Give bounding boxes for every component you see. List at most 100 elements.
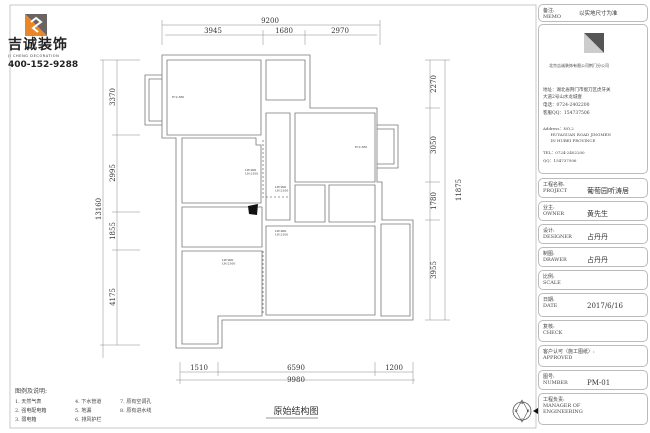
drawing-title: 原始结构图 xyxy=(273,405,318,417)
row-label: 比例: SCALE xyxy=(543,274,561,286)
row-label: 复核: CHECK xyxy=(543,324,563,336)
qq-cn: 客服QQ：154737506 xyxy=(543,111,590,116)
legend: 图例及说明: 1. 天然气表 4. 下水管道 7. 原有空调孔 2. 强电配电箱… xyxy=(15,388,170,423)
qq-en: QQ：154737506 xyxy=(543,158,577,163)
row-label: 设计: DESIGNER xyxy=(543,228,572,240)
room-small-2 xyxy=(328,184,376,223)
dim-left: 3370 xyxy=(109,88,117,106)
door-opening-lines xyxy=(262,140,290,314)
address-cn: 地址：湖北省荆门市掇刀区虎牙关 大道2号山水龙城壹 xyxy=(543,88,611,100)
dim-left: 2995 xyxy=(109,164,117,182)
memo-label: 备注: MEMO xyxy=(543,8,561,20)
row-value: 2017/6/16 xyxy=(587,302,623,310)
row-label: 客户认可（施工图纸）: APPROVED xyxy=(543,349,595,361)
company-name-en: JI CHENG DECORATION xyxy=(8,54,60,58)
title-block-row: 比例: SCALE xyxy=(538,270,648,290)
compass-icon: A B C D xyxy=(512,399,538,423)
distribution-box-icon xyxy=(248,204,258,215)
right-bay-window xyxy=(377,124,399,169)
company-phone: 400-152-9288 xyxy=(8,60,79,70)
legend-item: 6. 排风护栏 xyxy=(75,417,102,423)
room-kitchen xyxy=(181,206,263,248)
room-left-bedroom xyxy=(181,137,262,204)
left-bay-window xyxy=(144,74,162,126)
dim-right: 2270 xyxy=(430,75,438,93)
room-upper-middle xyxy=(265,59,306,101)
legend-item: 1. 天然气表 xyxy=(15,399,42,405)
inner-wall-outline xyxy=(166,59,262,136)
room-right-bedroom xyxy=(294,112,376,183)
window-height-label: H:2.380 xyxy=(355,145,367,149)
row-value: PM-01 xyxy=(587,379,611,387)
dim-bottom: 1510 xyxy=(190,364,208,372)
row-label: 工程名称: PROJECT xyxy=(543,182,568,194)
title-block-row: 复核: CHECK xyxy=(538,320,648,342)
dim-top-total: 9200 xyxy=(261,17,279,25)
dim-top: 3945 xyxy=(204,27,222,35)
company-cn: 北京吉诚装饰有限公司荆门分公司 xyxy=(549,63,609,68)
tel-en: TEL：0724-2402200 xyxy=(543,150,585,155)
row-label: 工程负责: MANAGER OF ENGINEERING xyxy=(543,397,583,415)
row-label: 业主: OWNER xyxy=(543,205,565,217)
tel-cn: 电话：0724-2402200 xyxy=(543,103,590,108)
compass-label: A xyxy=(520,400,524,405)
company-info-box: 北京吉诚装饰有限公司荆门分公司 地址：湖北省荆门市掇刀区虎牙关 大道2号山水龙城… xyxy=(538,24,648,174)
memo-value: 以实地尺寸为准 xyxy=(579,11,618,17)
title-block-row: 日期: DATE 2017/6/16 xyxy=(538,293,648,317)
dim-bottom: 6590 xyxy=(287,364,305,372)
dim-top: 2970 xyxy=(331,27,349,35)
title-block-row: 客户认可（施工图纸）: APPROVED xyxy=(538,345,648,367)
dim-right-total: 11875 xyxy=(455,179,463,201)
title-block-row: 工程负责: MANAGER OF ENGINEERING xyxy=(538,393,648,425)
legend-item: 5. 地漏 xyxy=(75,408,92,414)
legend-item: 3. 弱电箱 xyxy=(15,417,37,423)
title-block-row: 制图: DRAWER 占丹丹 xyxy=(538,247,648,267)
dim-left-total: 13160 xyxy=(95,198,103,220)
compass-label: C xyxy=(520,417,523,422)
title-block-row: 工程名称: PROJECT 葡萄园听涛居 xyxy=(538,178,648,198)
legend-item: 2. 强电配电箱 xyxy=(15,408,47,414)
dimension-labels: 9200 3945 1680 2970 1510 6590 1200 9980 … xyxy=(95,17,463,384)
company-logo-icon xyxy=(584,33,604,53)
title-block-row: 业主: OWNER 黄先生 xyxy=(538,201,648,221)
row-label: 图号: NUMBER xyxy=(543,374,568,386)
row-value: 占丹丹 xyxy=(587,256,608,264)
legend-item: 4. 下水管道 xyxy=(75,399,102,405)
row-value: 黄先生 xyxy=(587,210,608,218)
dim-bottom: 1200 xyxy=(385,364,403,372)
dim-left: 4175 xyxy=(109,288,117,306)
row-value: 占丹丹 xyxy=(587,233,608,241)
legend-item: 8. 原有进水线 xyxy=(120,408,152,414)
title-block-row: 图号: NUMBER PM-01 xyxy=(538,370,648,390)
compass-label: D xyxy=(514,408,517,413)
dim-bottom-total: 9980 xyxy=(287,376,305,384)
corridor xyxy=(265,112,291,221)
dim-right: 3050 xyxy=(430,136,438,154)
room-living xyxy=(265,225,376,316)
row-label: 制图: DRAWER xyxy=(543,251,567,263)
legend-item: 7. 原有空调孔 xyxy=(120,399,152,405)
floor-plan xyxy=(144,54,414,349)
room-dining xyxy=(181,250,263,345)
dim-right: 3955 xyxy=(430,261,438,279)
dim-right: 1780 xyxy=(430,192,438,210)
dimension-lines xyxy=(100,20,450,384)
company-name: 吉诚装饰 xyxy=(8,37,68,53)
row-label: 日期: DATE xyxy=(543,297,558,309)
row-value: 葡萄园听涛居 xyxy=(587,187,629,195)
sheet-border xyxy=(9,4,537,429)
dim-top: 1680 xyxy=(275,27,293,35)
dim-left: 1855 xyxy=(109,222,117,240)
room-small-1 xyxy=(294,184,326,223)
compass-label: B xyxy=(527,408,530,413)
memo-box: 备注: MEMO 以实地尺寸为准 xyxy=(538,4,648,22)
balcony xyxy=(380,223,411,317)
window-height-label: H:2.380 xyxy=(172,95,184,99)
